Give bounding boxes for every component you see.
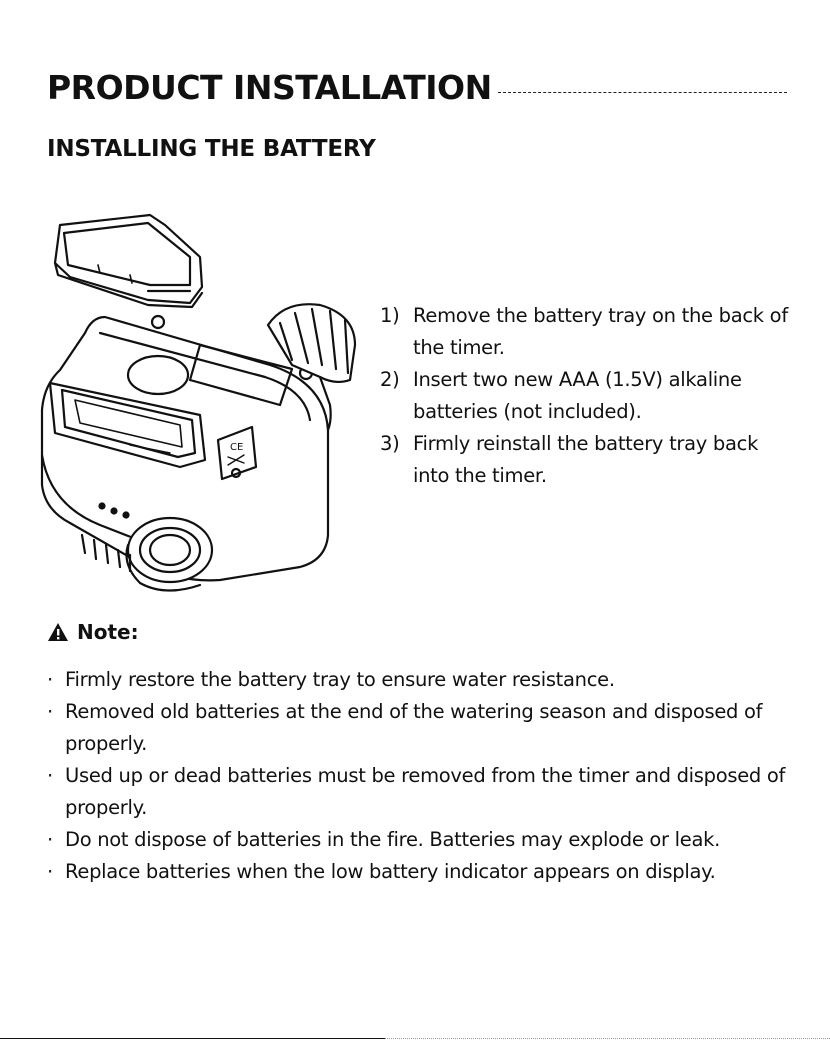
page-title-row: PRODUCT INSTALLATION <box>47 62 787 112</box>
step-number: 3) <box>380 432 400 455</box>
timer-body: CE <box>40 303 357 592</box>
list-item: · Replace batteries when the low battery… <box>47 856 807 888</box>
step-text: Remove the battery tray on the back of t… <box>413 304 788 359</box>
note-heading-text: Note: <box>77 620 139 644</box>
step-number: 2) <box>380 368 400 391</box>
note-text: Do not dispose of batteries in the fire.… <box>65 828 721 851</box>
bullet: · <box>47 860 53 883</box>
warning-icon <box>48 623 68 641</box>
list-item: · Removed old batteries at the end of th… <box>47 696 807 760</box>
step-number: 1) <box>380 304 400 327</box>
list-item: · Do not dispose of batteries in the fir… <box>47 824 807 856</box>
bullet: · <box>47 828 53 851</box>
bullet: · <box>47 668 53 691</box>
step-item: 3) Firmly reinstall the battery tray bac… <box>380 428 800 492</box>
note-text: Removed old batteries at the end of the … <box>65 700 763 755</box>
svg-text:CE: CE <box>230 442 243 453</box>
list-item: · Used up or dead batteries must be remo… <box>47 760 807 824</box>
footer-rule <box>0 1038 385 1039</box>
battery-tray-timer-illustration: CE <box>40 213 357 592</box>
note-list: · Firmly restore the battery tray to ens… <box>47 664 807 888</box>
title-dashed-rule <box>497 91 787 93</box>
page-title: PRODUCT INSTALLATION <box>47 67 492 107</box>
bullet: · <box>47 764 53 787</box>
section-heading: INSTALLING THE BATTERY <box>47 136 376 162</box>
step-item: 2) Insert two new AAA (1.5V) alkaline ba… <box>380 364 800 428</box>
step-text: Insert two new AAA (1.5V) alkaline batte… <box>413 368 742 423</box>
list-item: · Firmly restore the battery tray to ens… <box>47 664 807 696</box>
installation-steps: 1) Remove the battery tray on the back o… <box>380 300 800 492</box>
bullet: · <box>47 700 53 723</box>
footer-dotted-rule <box>385 1038 830 1039</box>
step-text: Firmly reinstall the battery tray back i… <box>413 432 759 487</box>
note-text: Firmly restore the battery tray to ensur… <box>65 668 615 691</box>
note-text: Replace batteries when the low battery i… <box>65 860 716 883</box>
note-text: Used up or dead batteries must be remove… <box>65 764 786 819</box>
battery-tray-lid <box>53 213 204 309</box>
step-item: 1) Remove the battery tray on the back o… <box>380 300 800 364</box>
note-heading: Note: <box>47 620 139 644</box>
